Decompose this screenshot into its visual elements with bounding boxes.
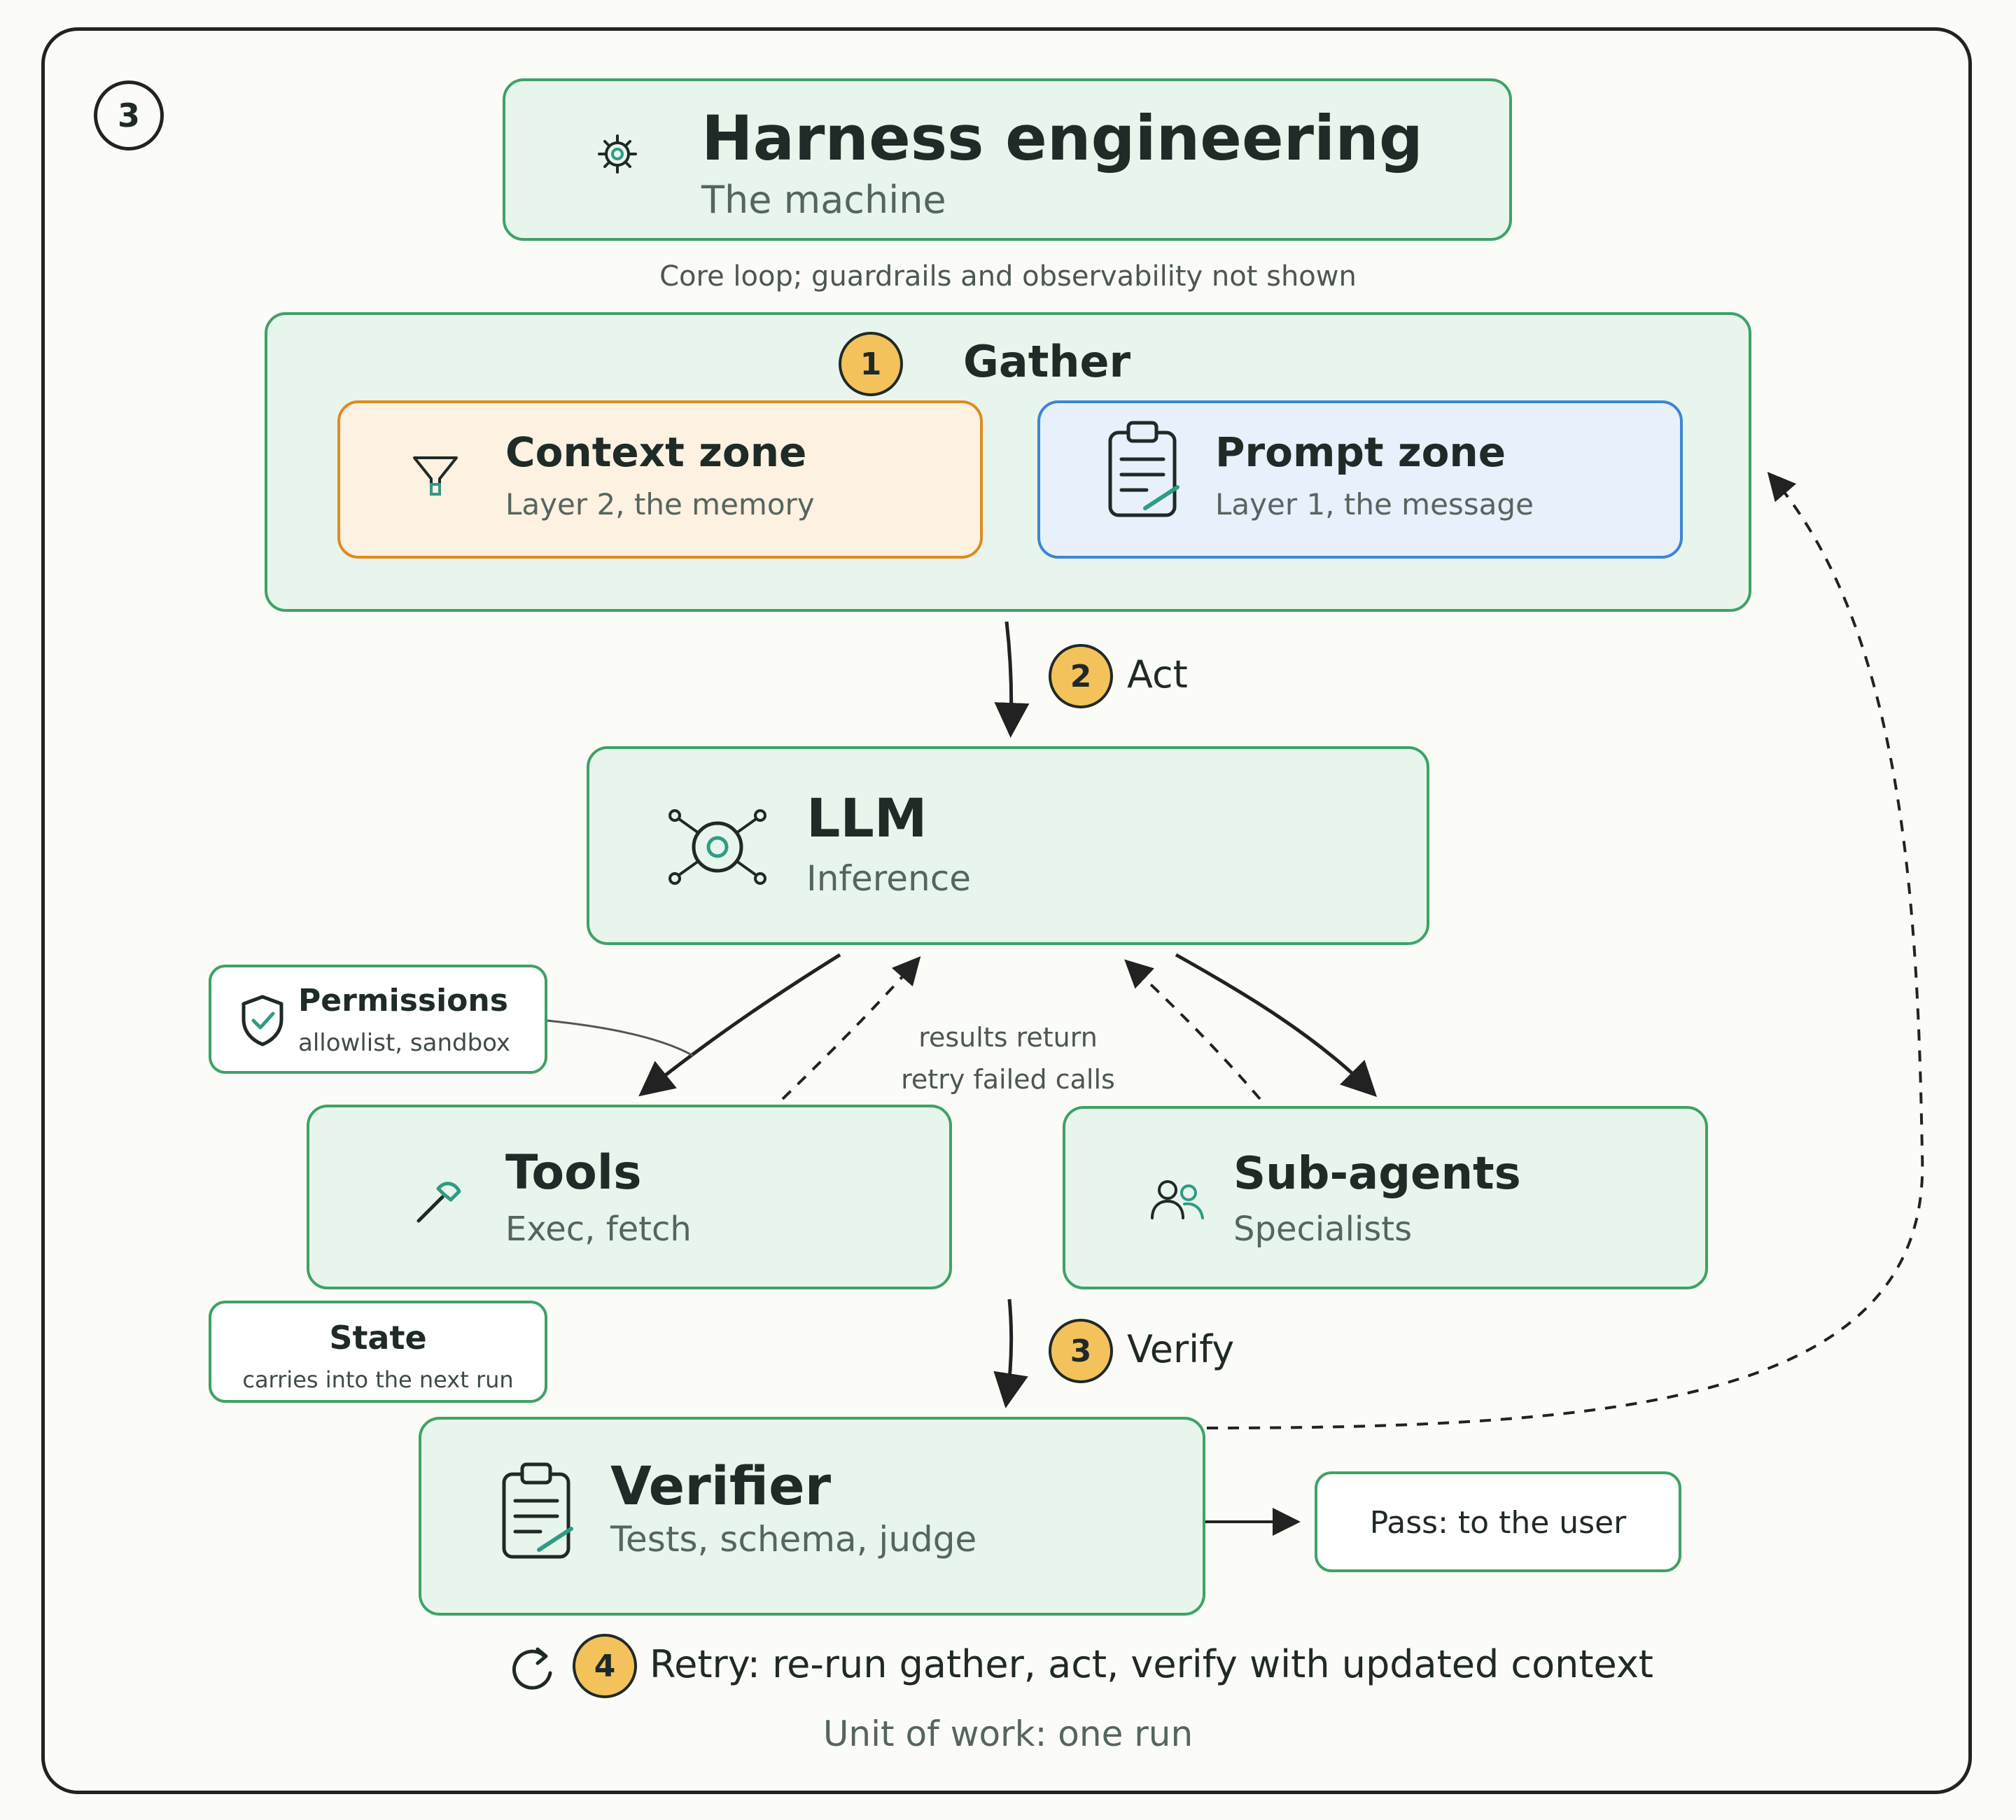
retry-loop-arrow bbox=[1206, 471, 1924, 1429]
step-number: 3 bbox=[117, 97, 140, 134]
subagents-box: Sub-agents Specialists bbox=[1063, 1106, 1708, 1289]
funnel-icon bbox=[413, 456, 458, 496]
llm-subtitle: Inference bbox=[806, 858, 971, 899]
llm-title: LLM bbox=[806, 787, 927, 849]
header-box: Harness engineering The machine bbox=[503, 78, 1512, 241]
network-hub-icon bbox=[668, 809, 766, 885]
context-zone-box: Context zone Layer 2, the memory bbox=[337, 400, 983, 559]
retry-step-badge: 4 bbox=[573, 1634, 637, 1698]
retry-label: Retry: re-run gather, act, verify with u… bbox=[650, 1642, 1653, 1686]
gear-icon bbox=[598, 134, 637, 174]
diagram-frame bbox=[41, 27, 1972, 1794]
prompt-zone-box: Prompt zone Layer 1, the message bbox=[1037, 400, 1683, 559]
state-box: State carries into the next run bbox=[209, 1301, 547, 1403]
users-icon bbox=[1151, 1180, 1204, 1219]
verifier-subtitle: Tests, schema, judge bbox=[610, 1519, 977, 1560]
clipboard-icon bbox=[1108, 421, 1180, 517]
act-step-badge: 2 bbox=[1049, 644, 1113, 708]
prompt-zone-title: Prompt zone bbox=[1215, 428, 1506, 476]
tools-box: Tools Exec, fetch bbox=[307, 1105, 952, 1289]
state-title: State bbox=[329, 1319, 427, 1357]
results-note-line2: retry failed calls bbox=[901, 1064, 1115, 1095]
refresh-icon bbox=[512, 1647, 552, 1690]
llm-to-tools-arrow bbox=[638, 953, 841, 1097]
verifier-title: Verifier bbox=[610, 1455, 832, 1517]
caption: Core loop; guardrails and observability … bbox=[659, 260, 1357, 293]
state-subtitle: carries into the next run bbox=[242, 1366, 514, 1393]
act-arrow bbox=[994, 621, 1030, 738]
hammer-icon bbox=[416, 1182, 461, 1223]
tools-subtitle: Exec, fetch bbox=[505, 1210, 692, 1249]
gather-step-badge: 1 bbox=[839, 332, 903, 396]
footer-text: Unit of work: one run bbox=[822, 1714, 1194, 1754]
gather-container: 1 Gather Context zone Layer 2, the memor… bbox=[265, 312, 1751, 612]
header-title: Harness engineering bbox=[701, 102, 1423, 174]
tools-return-arrow bbox=[781, 956, 921, 1100]
step-number-circle: 3 bbox=[94, 80, 164, 150]
subagents-return-arrow bbox=[1124, 959, 1261, 1100]
permissions-title: Permissions bbox=[298, 983, 508, 1018]
header-subtitle: The machine bbox=[701, 178, 946, 222]
gather-title: Gather bbox=[963, 336, 1131, 387]
permissions-subtitle: allowlist, sandbox bbox=[298, 1029, 511, 1057]
pass-box: Pass: to the user bbox=[1315, 1471, 1681, 1572]
prompt-zone-subtitle: Layer 1, the message bbox=[1215, 487, 1534, 522]
pass-label: Pass: to the user bbox=[1369, 1505, 1627, 1541]
shield-check-icon bbox=[241, 995, 284, 1046]
verify-step-badge: 3 bbox=[1049, 1319, 1113, 1383]
verify-arrow bbox=[993, 1298, 1028, 1408]
context-zone-subtitle: Layer 2, the memory bbox=[505, 487, 815, 522]
tools-title: Tools bbox=[505, 1145, 642, 1200]
context-zone-title: Context zone bbox=[505, 428, 807, 476]
verifier-box: Verifier Tests, schema, judge bbox=[419, 1417, 1205, 1616]
llm-to-subagents-arrow bbox=[1175, 953, 1378, 1098]
act-label: Act bbox=[1127, 652, 1188, 696]
clipboard-icon bbox=[502, 1462, 573, 1559]
llm-box: LLM Inference bbox=[587, 746, 1429, 945]
permissions-connector bbox=[547, 1019, 694, 1057]
results-note-line1: results return bbox=[918, 1022, 1098, 1053]
verify-label: Verify bbox=[1127, 1327, 1235, 1371]
permissions-box: Permissions allowlist, sandbox bbox=[209, 965, 547, 1074]
subagents-title: Sub-agents bbox=[1233, 1148, 1521, 1200]
subagents-subtitle: Specialists bbox=[1233, 1210, 1413, 1249]
